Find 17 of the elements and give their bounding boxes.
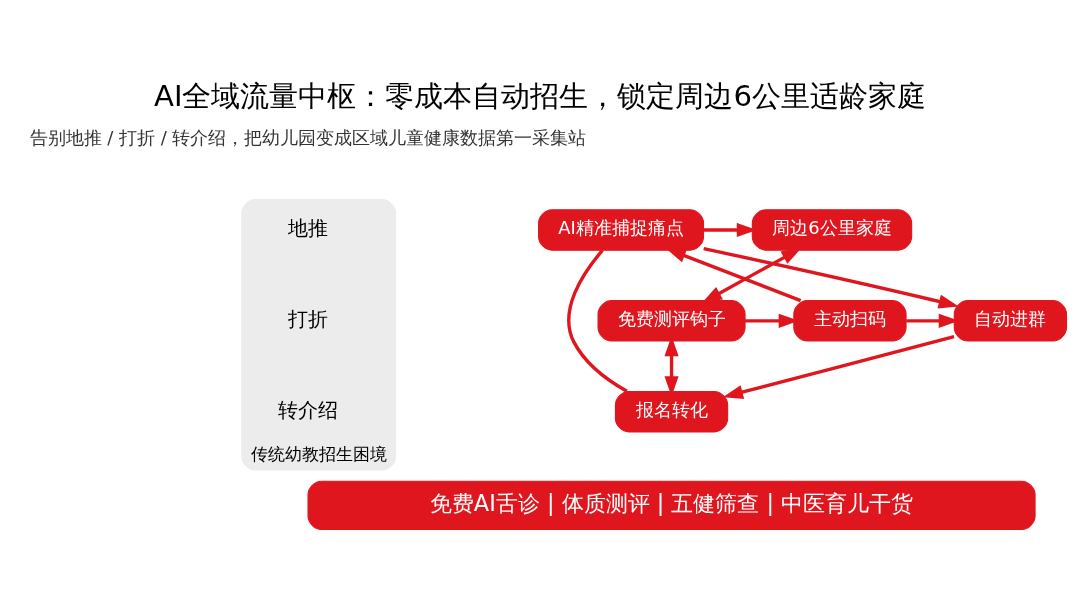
arrow bbox=[722, 334, 955, 399]
label: 告别地推 / 打折 / 转介绍，把幼儿园变成区域儿童健康数据第一采集站 bbox=[29, 126, 587, 148]
node-text: 打折 bbox=[288, 306, 329, 331]
connector bbox=[567, 248, 628, 393]
arrow bbox=[665, 247, 802, 302]
node-box: 报名转化 bbox=[614, 390, 729, 432]
node-box: 周边6公里家庭 bbox=[751, 208, 913, 251]
node-box: 自动进群 bbox=[953, 299, 1068, 342]
arrow bbox=[703, 246, 959, 308]
node-text: 转介绍 bbox=[278, 397, 339, 422]
node-box: AI精准捕捉痛点 bbox=[538, 208, 705, 251]
node-box: 免费AI舌诊 | 体质测评 | 五健筛查 | 中医育儿干货 bbox=[307, 480, 1036, 530]
arrow bbox=[701, 247, 802, 303]
node-box: 免费测评钩子 bbox=[597, 299, 746, 342]
diagram-title: AI全域流量中枢：零成本自动招生，锁定周边6公里适龄家庭 bbox=[153, 78, 927, 113]
node-box: 主动扫码 bbox=[793, 299, 907, 342]
node-text: 地推 bbox=[288, 215, 329, 240]
